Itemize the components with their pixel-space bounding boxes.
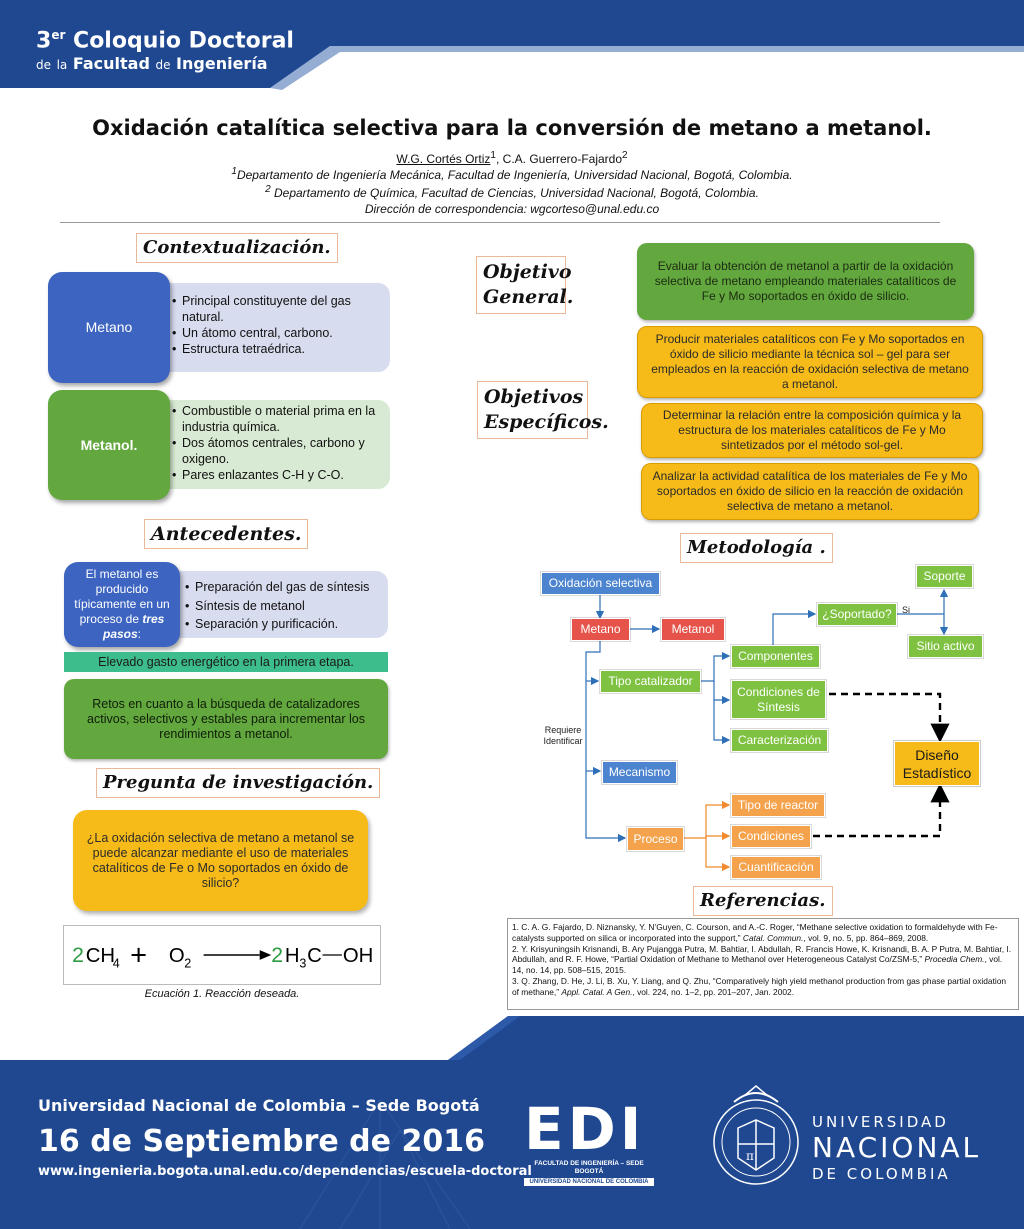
svg-text:π: π: [746, 1149, 754, 1163]
fc-metanol: Metanol: [662, 619, 724, 640]
metano-point: Principal constituyente del gas natural.: [170, 293, 385, 325]
equation-caption: Ecuación 1. Reacción deseada.: [144, 988, 300, 1000]
fc-label-si: Si: [902, 605, 911, 615]
energy-bar: Elevado gasto energético en la primera e…: [64, 652, 388, 672]
fc-cuantificacion: Cuantificación: [732, 857, 820, 878]
metano-list: Principal constituyente del gas natural.…: [170, 293, 385, 357]
retos-box: Retos en cuanto a la búsqueda de cataliz…: [64, 679, 388, 759]
footer-university: Universidad Nacional de Colombia – Sede …: [38, 1096, 480, 1115]
metanol-bubble: Metanol.: [48, 390, 170, 500]
antecedentes-point: Preparación del gas de síntesis: [183, 578, 388, 597]
eq-arrow: [203, 950, 272, 960]
unal-seal-icon: π: [713, 1085, 799, 1185]
header-band: [0, 0, 1024, 90]
fc-diseno-estadistico: Diseño Estadístico: [895, 742, 979, 785]
eq-reactant-1-sub: 4: [113, 957, 120, 971]
footer-info: Universidad Nacional de Colombia – Sede …: [38, 1096, 532, 1180]
fc-mecanismo: Mecanismo: [603, 762, 676, 783]
fc-metano: Metano: [572, 619, 629, 640]
fc-proceso: Proceso: [628, 828, 683, 850]
antecedentes-point: Síntesis de metanol: [183, 597, 388, 616]
heading-referencias: Referencias.: [693, 886, 833, 916]
eq-product-h: H: [285, 945, 300, 967]
metanol-point: Combustible o material prima en la indus…: [170, 403, 385, 435]
event-title-line2: de la Facultad de Ingeniería: [36, 54, 268, 74]
fc-tipo-reactor: Tipo de reactor: [732, 795, 824, 816]
metanol-list: Combustible o material prima en la indus…: [170, 403, 385, 483]
references-list: 1. C. A. G. Fajardo, D. Niznansky, Y. N’…: [507, 918, 1019, 1010]
heading-antecedentes: Antecedentes.: [144, 519, 309, 549]
eq-product-h-sub: 3: [299, 957, 306, 971]
poster-title: Oxidación catalítica selectiva para la c…: [92, 116, 932, 140]
metanol-point: Pares enlazantes C-H y C-O.: [170, 467, 385, 483]
unal-wordmark: UNIVERSIDAD NACIONAL DE COLOMBIA: [812, 1113, 982, 1183]
tres-pasos-bubble: El metanol es producido típicamente en u…: [64, 562, 180, 647]
affiliation-2: 2 Departamento de Química, Facultad de C…: [265, 184, 759, 200]
metanol-point: Dos átomos centrales, carbono y oxigeno.: [170, 435, 385, 467]
eq-reactant-1: CH: [86, 945, 115, 967]
event-title-line1: 3er Coloquio Doctoral: [36, 28, 294, 54]
antecedentes-point: Separación y purificación.: [183, 615, 388, 634]
affiliation-1: 1Departamento de Ingeniería Mecánica, Fa…: [231, 166, 793, 182]
reaction-equation: 2 CH 4 + O 2 2 H 3 C OH: [63, 925, 381, 985]
fc-soporte: Soporte: [917, 566, 972, 587]
heading-contextualizacion: Contextualización.: [136, 233, 338, 263]
metano-bubble: Metano: [48, 272, 170, 383]
eq-product-c: C: [307, 945, 322, 967]
reference-item: 3. Q. Zhang, D. He, J. Li, B. Xu, Y. Lia…: [512, 975, 1007, 997]
objetivo-especifico-2: Determinar la relación entre la composic…: [641, 403, 983, 458]
eq-coef-2: 2: [271, 943, 283, 967]
footer-date: 16 de Septiembre de 2016: [38, 1124, 485, 1159]
edi-logo: EDI FACULTAD DE INGENIERÍA – SEDE BOGOTÁ…: [524, 1095, 654, 1186]
authors: W.G. Cortés Ortiz1, C.A. Guerrero-Fajard…: [396, 150, 628, 166]
eq-product-oh: OH: [343, 945, 373, 967]
heading-metodologia: Metodología .: [680, 533, 833, 563]
research-question: ¿La oxidación selectiva de metano a meta…: [73, 810, 368, 911]
edi-logo-text: EDI: [524, 1095, 646, 1163]
correspondence: Dirección de correspondencia: wgcorteso@…: [364, 202, 660, 216]
eq-plus: +: [130, 940, 147, 972]
fc-tipo-catalizador: Tipo catalizador: [601, 671, 700, 692]
title-divider: [60, 222, 940, 223]
author-2: C.A. Guerrero-Fajardo: [502, 152, 623, 166]
edi-logo-subtitle: FACULTAD DE INGENIERÍA – SEDE BOGOTÁ: [534, 1160, 644, 1175]
fc-soportado: ¿Soportado?: [818, 604, 896, 625]
fc-condiciones: Condiciones: [732, 826, 810, 847]
metano-point: Un átomo central, carbono.: [170, 325, 385, 341]
objetivo-general-box: Evaluar la obtención de metanol a partir…: [637, 243, 974, 320]
fc-condiciones-sintesis: Condiciones de Síntesis: [732, 681, 825, 718]
fc-caracterizacion: Caracterización: [732, 730, 827, 751]
eq-coef-1: 2: [72, 943, 84, 967]
event-title: 3er Coloquio Doctoral de la Facultad de …: [36, 22, 294, 75]
reference-item: 2. Y. Krisyuningsih Krisnandi, B. Ary Pu…: [512, 943, 1012, 976]
reference-item: 1. C. A. G. Fajardo, D. Niznansky, Y. N’…: [512, 922, 998, 943]
fc-componentes: Componentes: [732, 646, 819, 667]
metano-point: Estructura tetraédrica.: [170, 341, 385, 357]
fc-oxidacion-selectiva: Oxidación selectiva: [542, 573, 659, 594]
footer-band: [0, 1016, 1024, 1229]
author-1: W.G. Cortés Ortiz: [396, 152, 491, 166]
fc-sitio-activo: Sitio activo: [909, 636, 982, 657]
eq-reactant-2: O: [169, 945, 185, 967]
antecedentes-list: Preparación del gas de síntesis Síntesis…: [183, 578, 388, 634]
footer-url: www.ingenieria.bogota.unal.edu.co/depend…: [38, 1164, 532, 1179]
edi-logo-university: UNIVERSIDAD NACIONAL DE COLOMBIA: [524, 1178, 654, 1186]
heading-pregunta: Pregunta de investigación.: [96, 768, 381, 798]
eq-reactant-2-sub: 2: [184, 957, 191, 971]
objetivo-especifico-1: Producir materiales catalíticos con Fe y…: [637, 326, 983, 398]
objetivo-especifico-3: Analizar la actividad catalítica de los …: [641, 463, 979, 520]
